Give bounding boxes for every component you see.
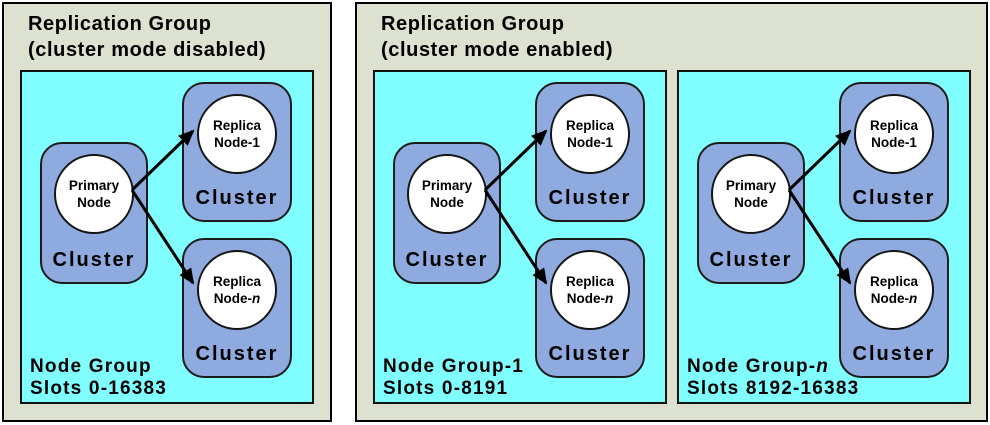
node-group-n: Primary Node Cluster Replica Node-1 Clus… [677, 70, 971, 404]
node-label-line2: Node [430, 195, 464, 210]
node-group-slots: Slots 0-8191 [383, 378, 509, 399]
node-label-line1: Replica [565, 274, 615, 289]
node-group-slots: Slots 0-16383 [30, 378, 168, 399]
panel-title-line2: (cluster mode enabled) [381, 39, 614, 61]
primary-cluster: Primary Node Cluster [697, 142, 805, 284]
node-label-line1: Primary [68, 178, 120, 193]
cluster-label: Cluster [195, 343, 279, 365]
replica-node-1-circle: Replica Node-1 [197, 94, 277, 174]
replica-cluster-1: Replica Node-1 Cluster [182, 82, 292, 222]
node-group: Primary Node Cluster Replica Node-1 Clus… [20, 70, 314, 404]
replication-group-enabled-panel: Replication Group (cluster mode enabled)… [355, 2, 988, 422]
replica-node-1-circle: Replica Node-1 [854, 94, 934, 174]
node-group-name: Node Group [30, 356, 152, 377]
replica-cluster-n: Replica Node-n Cluster [182, 238, 292, 378]
cluster-label: Cluster [852, 343, 936, 365]
node-group-label: Node Group-n Slots 8192-16383 [687, 356, 859, 400]
node-group-1: Primary Node Cluster Replica Node-1 Clus… [373, 70, 667, 404]
node-label-line2: Node-n [870, 291, 918, 306]
replica-node-n-circle: Replica Node-n [197, 250, 277, 330]
node-group-label: Node Group-1 Slots 0-8191 [383, 356, 524, 400]
node-label-line1: Primary [421, 178, 473, 193]
node-label-line1: Replica [212, 118, 262, 133]
replication-group-disabled-panel: Replication Group (cluster mode disabled… [2, 2, 332, 422]
cluster-label: Cluster [52, 249, 136, 271]
primary-node-circle: Primary Node [711, 154, 791, 234]
cluster-label: Cluster [405, 249, 489, 271]
node-label-line2: Node [734, 195, 768, 210]
replica-node-1-circle: Replica Node-1 [550, 94, 630, 174]
panel-title-line1: Replication Group [381, 13, 565, 35]
replica-node-n-circle: Replica Node-n [550, 250, 630, 330]
node-group-slots: Slots 8192-16383 [687, 378, 860, 399]
primary-cluster: Primary Node Cluster [40, 142, 148, 284]
replica-node-n-circle: Replica Node-n [854, 250, 934, 330]
panel-title-line2: (cluster mode disabled) [28, 39, 267, 61]
node-label-line2: Node-n [213, 291, 261, 306]
node-group-name: Node Group-n [687, 356, 830, 377]
primary-node-circle: Primary Node [54, 154, 134, 234]
replica-cluster-n: Replica Node-n Cluster [839, 238, 949, 378]
panel-title: Replication Group (cluster mode enabled) [381, 11, 613, 63]
primary-node-circle: Primary Node [407, 154, 487, 234]
primary-cluster: Primary Node Cluster [393, 142, 501, 284]
cluster-label: Cluster [195, 187, 279, 209]
node-label-line1: Primary [725, 178, 777, 193]
node-label-line2: Node [77, 195, 111, 210]
replica-cluster-n: Replica Node-n Cluster [535, 238, 645, 378]
cluster-label: Cluster [548, 187, 632, 209]
node-group-label: Node Group Slots 0-16383 [30, 356, 167, 400]
panel-title: Replication Group (cluster mode disabled… [28, 11, 266, 63]
node-label-line2: Node-1 [871, 135, 917, 150]
node-label-line1: Replica [869, 274, 919, 289]
cluster-label: Cluster [548, 343, 632, 365]
cluster-label: Cluster [709, 249, 793, 271]
replica-cluster-1: Replica Node-1 Cluster [839, 82, 949, 222]
panel-title-line1: Replication Group [28, 13, 212, 35]
replica-cluster-1: Replica Node-1 Cluster [535, 82, 645, 222]
node-label-line2: Node-1 [567, 135, 613, 150]
node-group-name: Node Group-1 [383, 356, 525, 377]
node-label-line2: Node-n [566, 291, 614, 306]
node-label-line1: Replica [869, 118, 919, 133]
node-label-line2: Node-1 [214, 135, 260, 150]
node-label-line1: Replica [212, 274, 262, 289]
node-label-line1: Replica [565, 118, 615, 133]
cluster-label: Cluster [852, 187, 936, 209]
